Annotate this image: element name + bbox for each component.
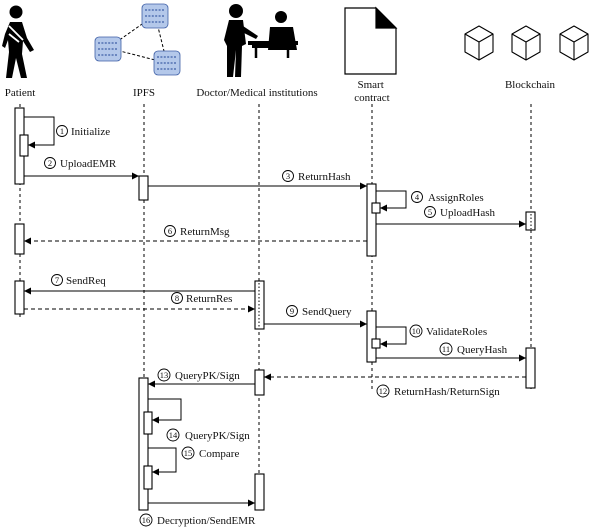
message-label-14: QueryPK/Sign	[185, 430, 250, 442]
participant-label-smart-contract: Smart contract	[354, 79, 389, 104]
activation-bar	[14, 223, 25, 255]
message-label-12: ReturnHash/ReturnSign	[394, 386, 500, 398]
participant-label-ipfs: IPFS	[133, 87, 155, 99]
message-arrow-1	[24, 116, 55, 149]
step-number-badge	[139, 513, 153, 527]
activation-bar	[138, 175, 149, 201]
ipfs-network-icon	[94, 3, 181, 76]
doctor-icon	[224, 4, 298, 77]
activation-bar	[366, 183, 377, 257]
step-number: 14	[169, 430, 178, 440]
activation-bar	[366, 310, 377, 363]
step-number-badge	[286, 305, 298, 317]
message-label-6: ReturnMsg	[180, 226, 230, 238]
step-number-badge	[439, 342, 453, 356]
activation-bar	[525, 347, 536, 389]
step-number: 16	[142, 515, 151, 525]
step-number-badge	[51, 274, 63, 286]
step-number: 2	[48, 158, 52, 168]
step-number: 9	[290, 306, 294, 316]
message-label-15: Compare	[199, 448, 239, 460]
message-label-5: UploadHash	[440, 207, 495, 219]
message-label-3: ReturnHash	[298, 171, 351, 183]
step-number: 7	[55, 275, 59, 285]
message-label-11: QueryHash	[457, 344, 508, 356]
step-number-badge	[376, 384, 390, 398]
step-number: 8	[175, 293, 179, 303]
message-arrow-4	[376, 190, 407, 212]
activation-bar	[14, 280, 25, 315]
activation-bar	[254, 473, 265, 511]
step-number-badge	[157, 368, 171, 382]
step-number-badge	[424, 206, 436, 218]
activation-markers	[258, 214, 532, 328]
step-number: 5	[428, 207, 432, 217]
message-label-4: AssignRoles	[428, 192, 484, 204]
activation-bar	[143, 465, 153, 490]
step-number-badge	[171, 292, 183, 304]
participant-label-blockchain: Blockchain	[505, 79, 556, 91]
step-number-badge	[282, 170, 294, 182]
message-label-7: SendReq	[66, 275, 106, 287]
step-number-badge	[409, 324, 423, 338]
participant-label-doctor: Doctor/Medical institutions	[196, 87, 317, 99]
step-number-badge	[164, 225, 176, 237]
step-number-badge	[44, 157, 56, 169]
activation-bar	[371, 202, 381, 214]
step-number-badge	[411, 191, 423, 203]
participant-label-patient: Patient	[5, 87, 36, 99]
step-number: 13	[160, 370, 169, 380]
message-label-1: Initialize	[71, 126, 110, 138]
step-number: 12	[379, 386, 388, 396]
patient-icon	[2, 5, 34, 78]
step-number: 6	[168, 226, 172, 236]
smart-contract-icon	[344, 6, 398, 75]
activation-bar	[138, 377, 149, 511]
message-label-10: ValidateRoles	[426, 326, 487, 338]
message-label-16: Decryption/SendEMR	[157, 515, 256, 527]
step-number: 11	[442, 344, 450, 354]
message-label-8: ReturnRes	[186, 293, 232, 305]
step-number: 15	[184, 448, 193, 458]
step-number: 1	[60, 126, 64, 136]
message-arrow-15	[148, 447, 177, 476]
step-number: 4	[415, 192, 420, 202]
message-label-2: UploadEMR	[60, 158, 117, 170]
message-label-13: QueryPK/Sign	[175, 370, 240, 382]
activation-bar	[371, 338, 381, 349]
activation-bar	[254, 369, 265, 396]
blockchain-icon	[464, 25, 589, 61]
step-number: 3	[286, 171, 290, 181]
message-arrow-14	[148, 398, 182, 424]
step-number: 10	[412, 326, 421, 336]
step-number-badge	[56, 125, 68, 137]
activation-bar	[143, 411, 153, 435]
message-arrow-10	[376, 326, 407, 348]
activation-bar	[19, 134, 29, 157]
step-number-badge	[166, 428, 180, 442]
step-number-badge	[181, 446, 195, 460]
message-label-9: SendQuery	[302, 306, 352, 318]
